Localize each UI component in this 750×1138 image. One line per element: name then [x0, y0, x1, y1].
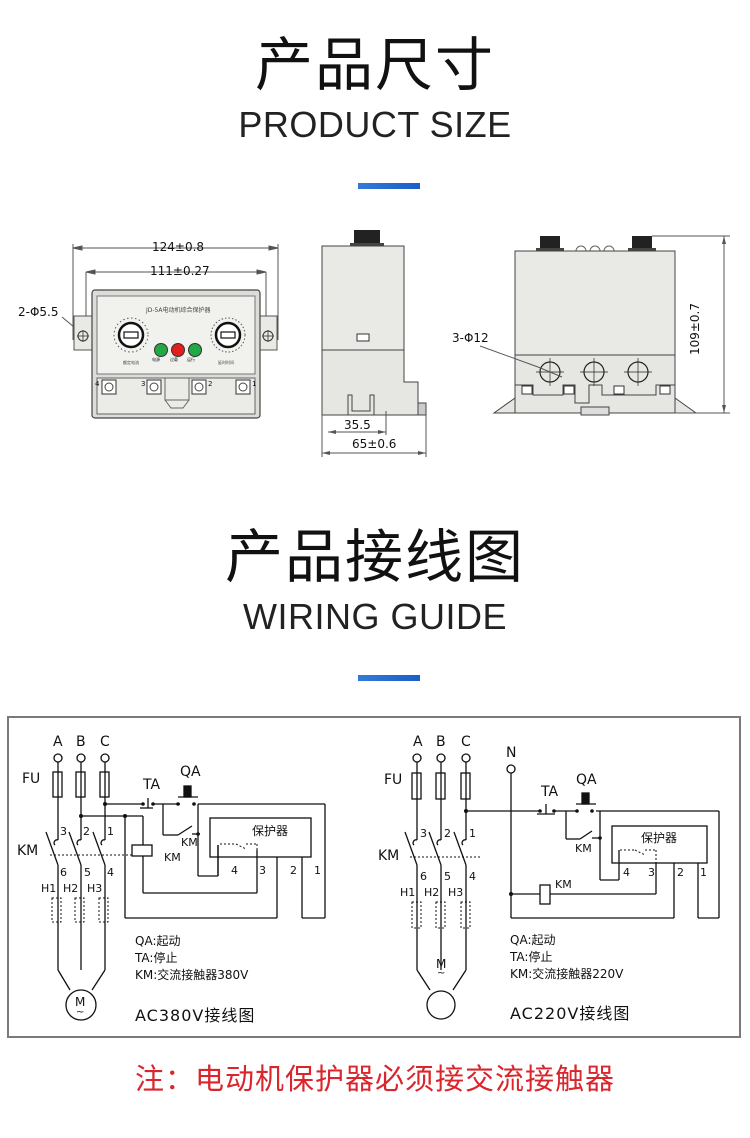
- protector-label: 保护器: [252, 824, 289, 838]
- legend-item: TA:停止: [510, 950, 553, 964]
- contact-top-label: 2: [83, 825, 90, 838]
- protector-terminal-label: 1: [314, 864, 321, 877]
- motor-ac-symbol: ~: [76, 1007, 85, 1018]
- side-dim-outer: 65±0.6: [352, 437, 397, 451]
- led-overload-label: 过载: [170, 357, 178, 362]
- led-running: [188, 343, 202, 357]
- terminal-label: 3: [141, 380, 146, 388]
- size-title-cn: 产品尺寸: [254, 31, 495, 99]
- contact-bottom-label: 5: [444, 870, 451, 883]
- contact-bottom-label: 4: [107, 866, 114, 879]
- wiring-accent-bar: [358, 675, 420, 681]
- wiring-diagram-380v: [45, 753, 326, 1021]
- legend-item: KM:交流接触器220V: [510, 967, 624, 981]
- protector-terminal-label: 2: [677, 866, 684, 879]
- protector-terminal-label: 1: [700, 866, 707, 879]
- aux-contact-label: KM: [181, 836, 198, 849]
- motor-label: M: [75, 995, 86, 1009]
- phase-b-label: B: [436, 734, 446, 750]
- contact-bottom-label: 5: [84, 866, 91, 879]
- contactor-label: KM: [378, 848, 400, 864]
- size-accent-bar: [358, 183, 420, 189]
- wiring-title-en: WIRING GUIDE: [243, 596, 507, 637]
- phase-a-label: A: [413, 734, 423, 750]
- led-overload: [171, 343, 185, 357]
- motor-label: M: [436, 957, 447, 971]
- aux-contact-label: KM: [575, 842, 592, 855]
- heater-label: H3: [87, 882, 103, 895]
- contact-top-label: 1: [107, 825, 114, 838]
- side-view-drawing: [321, 230, 427, 457]
- coil-label: KM: [555, 878, 572, 891]
- led-running-label: 运行: [187, 357, 195, 362]
- terminal-label: 1: [252, 380, 257, 388]
- front-dim-outer: 124±0.8: [152, 240, 205, 254]
- caption-220v: AC220V接线图: [510, 1004, 631, 1023]
- contact-top-label: 1: [469, 827, 476, 840]
- protector-terminal-label: 3: [648, 866, 655, 879]
- terminal-label: 4: [95, 380, 100, 388]
- caption-380v: AC380V接线图: [135, 1006, 256, 1025]
- heater-label: H1: [41, 882, 57, 895]
- contactor-note: 注：电动机保护器必须接交流接触器: [134, 1062, 615, 1096]
- legend-item: KM:交流接触器380V: [135, 968, 249, 982]
- right-knob-label: 延时时间: [218, 360, 234, 365]
- contact-bottom-label: 4: [469, 870, 476, 883]
- contactor-label: KM: [17, 843, 39, 859]
- coil-label: KM: [164, 851, 181, 864]
- phase-b-label: B: [76, 734, 86, 750]
- phase-c-label: C: [461, 734, 471, 750]
- heater-label: H1: [400, 886, 416, 899]
- heater-label: H2: [63, 882, 79, 895]
- contact-top-label: 3: [60, 825, 67, 838]
- legend-220v: QA:起动 TA:停止 KM:交流接触器220V: [510, 932, 623, 983]
- front-dim-inner: 111±0.27: [150, 264, 210, 278]
- heater-label: H2: [424, 886, 440, 899]
- legend-item: QA:起动: [510, 933, 556, 947]
- legend-item: TA:停止: [135, 951, 178, 965]
- side-dim-inner: 35.5: [344, 418, 371, 432]
- contact-top-label: 2: [444, 827, 451, 840]
- protector-terminal-label: 2: [290, 864, 297, 877]
- heater-label: H3: [448, 886, 464, 899]
- protector-terminal-label: 4: [623, 866, 630, 879]
- rear-dim-height: 109±0.7: [688, 302, 702, 356]
- device-name-label: JD-5A电动机综合保护器: [146, 307, 211, 314]
- front-view-drawing: [61, 244, 279, 419]
- protector-terminal-label: 4: [231, 864, 238, 877]
- fuse-label: FU: [22, 771, 41, 787]
- front-hole-label: 2-Φ5.5: [18, 305, 59, 319]
- neutral-label: N: [506, 745, 517, 761]
- contact-bottom-label: 6: [60, 866, 67, 879]
- stop-button-label: TA: [541, 784, 559, 800]
- protector-terminal-label: 3: [259, 864, 266, 877]
- stop-button-label: TA: [143, 777, 161, 793]
- contact-top-label: 3: [420, 827, 427, 840]
- legend-item: QA:起动: [135, 934, 181, 948]
- wiring-diagram-220v: [404, 753, 720, 1020]
- start-button-label: QA: [180, 764, 201, 780]
- rear-hole-label: 3-Φ12: [452, 331, 489, 345]
- motor-ac-symbol: ~: [437, 968, 446, 979]
- wiring-title-cn: 产品接线图: [224, 523, 525, 591]
- legend-380v: QA:起动 TA:停止 KM:交流接触器380V: [135, 933, 248, 984]
- rear-view-drawing: [480, 235, 730, 416]
- fuse-label: FU: [384, 772, 403, 788]
- terminal-label: 2: [208, 380, 213, 388]
- size-title-en: PRODUCT SIZE: [238, 104, 512, 145]
- led-power-label: 电源: [152, 357, 160, 362]
- phase-a-label: A: [53, 734, 63, 750]
- contact-bottom-label: 6: [420, 870, 427, 883]
- left-knob-label: 额定电流: [123, 360, 139, 365]
- led-power: [154, 343, 168, 357]
- phase-c-label: C: [100, 734, 110, 750]
- protector-label: 保护器: [641, 831, 678, 845]
- start-button-label: QA: [576, 772, 597, 788]
